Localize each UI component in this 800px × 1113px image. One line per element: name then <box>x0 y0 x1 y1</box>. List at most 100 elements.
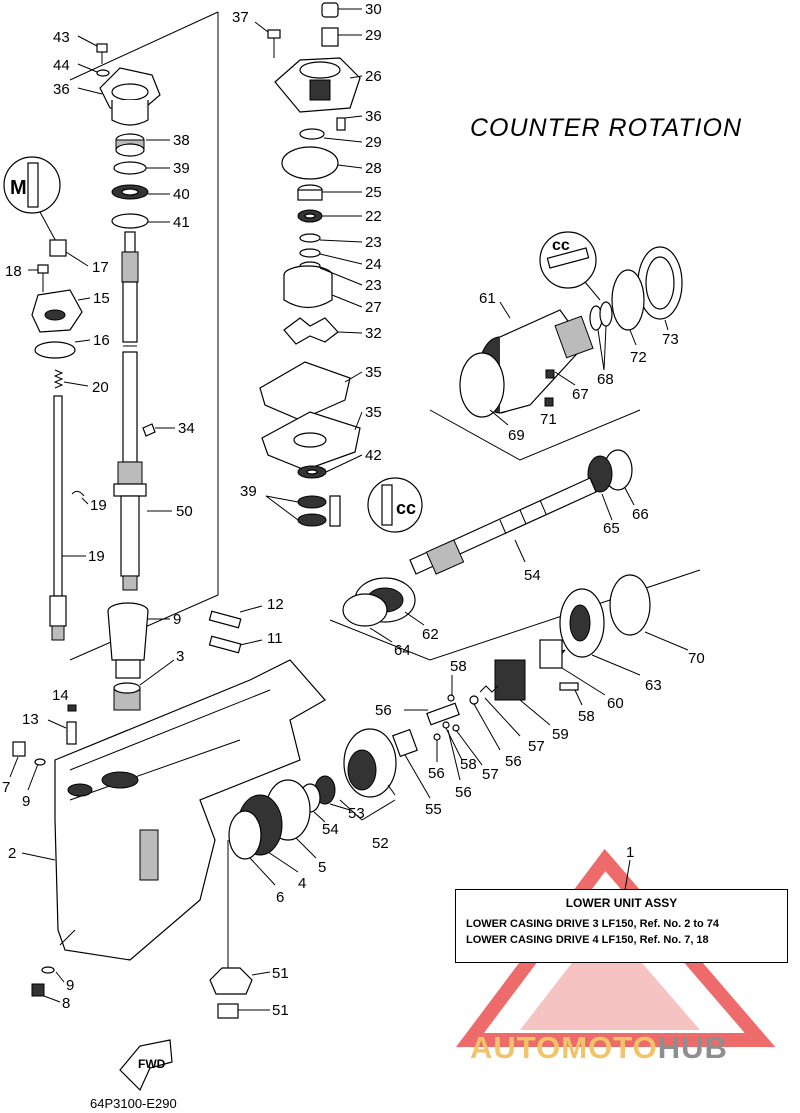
label-19: 19 <box>88 548 105 565</box>
assembly-row-1: LOWER CASING DRIVE 3 LF150, Ref. No. 2 t… <box>466 918 720 930</box>
oring-28 <box>281 146 339 180</box>
bearing-74 <box>637 246 683 320</box>
key-33 <box>142 423 156 437</box>
seal-42 <box>111 184 149 200</box>
plunger-53 <box>392 728 418 758</box>
ring-6 <box>228 810 262 860</box>
label-55: 56 <box>505 753 522 770</box>
clutch-60 <box>494 659 526 701</box>
label-53: 55 <box>425 801 442 818</box>
label-70: 69 <box>508 427 525 444</box>
label-34: 35 <box>365 364 382 381</box>
reverse-gear-50 <box>343 728 397 798</box>
label-66: 65 <box>603 520 620 537</box>
pin-56 <box>426 702 460 726</box>
label-22: 22 <box>365 208 382 225</box>
ball-57a <box>469 695 479 705</box>
impeller-32 <box>283 317 339 345</box>
label-37: 37 <box>232 9 249 26</box>
bearing-66-67 <box>587 449 633 493</box>
bearing-40 <box>115 133 145 157</box>
clip-20 <box>71 490 85 497</box>
detail-circle-seal: cc <box>367 477 423 533</box>
assembly-reference-box: LOWER UNIT ASSY LOWER CASING DRIVE 3 LF1… <box>455 889 788 963</box>
drive-shaft-47 <box>113 231 147 591</box>
bushing-3 <box>113 682 141 711</box>
plug-7 <box>12 741 26 757</box>
label-57a: 57 <box>528 738 545 755</box>
label-28: 28 <box>365 160 382 177</box>
label-12: 12 <box>267 596 284 613</box>
label-30: 29 <box>365 27 382 44</box>
label-68: 67 <box>572 386 589 403</box>
label-21: 20 <box>92 379 109 396</box>
label-64: 63 <box>645 677 662 694</box>
pump-housing-26 <box>274 57 361 113</box>
watermark-part2: MOTO <box>561 1030 658 1065</box>
label-6: 6 <box>276 889 284 906</box>
label-32: 32 <box>365 325 382 342</box>
fwd-label: FWD <box>138 1057 166 1071</box>
detail-circle-bearing: cc <box>539 231 601 301</box>
detail-circle-pump: M <box>3 156 61 246</box>
label-54: 56 <box>455 784 472 801</box>
svg-text:cc: cc <box>552 237 570 254</box>
label-8: 8 <box>62 995 70 1012</box>
oring-43 <box>111 213 149 229</box>
label-26: 26 <box>365 68 382 85</box>
part-68 <box>545 369 555 379</box>
label-59: 58 <box>578 708 595 725</box>
shift-rod-19 <box>49 395 67 641</box>
seal-22 <box>297 209 323 223</box>
bolt-37 <box>267 29 281 58</box>
bearing-63-65 <box>342 577 416 627</box>
label-4: 4 <box>298 875 306 892</box>
label-11: 11 <box>267 630 283 647</box>
bolt-45 <box>96 43 108 64</box>
seals-39 <box>297 495 341 527</box>
label-57b: 57 <box>482 766 499 783</box>
bracket-15 <box>31 289 83 333</box>
label-47: 50 <box>176 503 193 520</box>
spring-55 <box>479 685 499 693</box>
label-42: 40 <box>173 186 190 203</box>
spring-21 <box>53 369 64 389</box>
label-52: 54 <box>524 567 541 584</box>
bearing-61 <box>539 639 563 669</box>
label-23b: 23 <box>365 277 382 294</box>
label-27: 27 <box>365 299 382 316</box>
gasket-9a <box>34 758 46 766</box>
label-39: 39 <box>240 483 257 500</box>
ring-41 <box>113 161 147 175</box>
ball-58a <box>447 694 455 702</box>
label-71: 70 <box>688 650 705 667</box>
label-48: 51 <box>272 965 289 982</box>
oring-70 <box>459 352 505 418</box>
collar-17 <box>49 239 67 257</box>
label-50: 52 <box>372 835 389 852</box>
washer-23a <box>299 233 321 243</box>
diagram-title: COUNTER ROTATION <box>470 114 743 142</box>
label-40: 38 <box>173 132 190 149</box>
label-23a: 23 <box>365 234 382 251</box>
label-9b: 9 <box>66 977 74 994</box>
label-62: 61 <box>479 290 496 307</box>
washer-46 <box>96 69 110 77</box>
oring-16 <box>34 341 76 359</box>
label-14: 14 <box>52 687 69 704</box>
label-73: 72 <box>630 349 647 366</box>
label-46: 44 <box>53 57 70 74</box>
part-labels: 43 44 36 38 39 40 41 17 18 15 16 20 34 1… <box>2 1 705 1019</box>
pin-12 <box>208 610 242 629</box>
label-29: 29 <box>365 134 382 151</box>
label-3: 3 <box>176 648 184 665</box>
gasket-9b <box>41 966 55 974</box>
svg-text:M: M <box>10 177 27 199</box>
label-25: 25 <box>365 184 382 201</box>
label-16: 16 <box>93 332 110 349</box>
washer-24 <box>299 248 321 258</box>
label-56a: 56 <box>375 702 392 719</box>
housing-38 <box>99 67 161 126</box>
label-15: 15 <box>93 290 110 307</box>
